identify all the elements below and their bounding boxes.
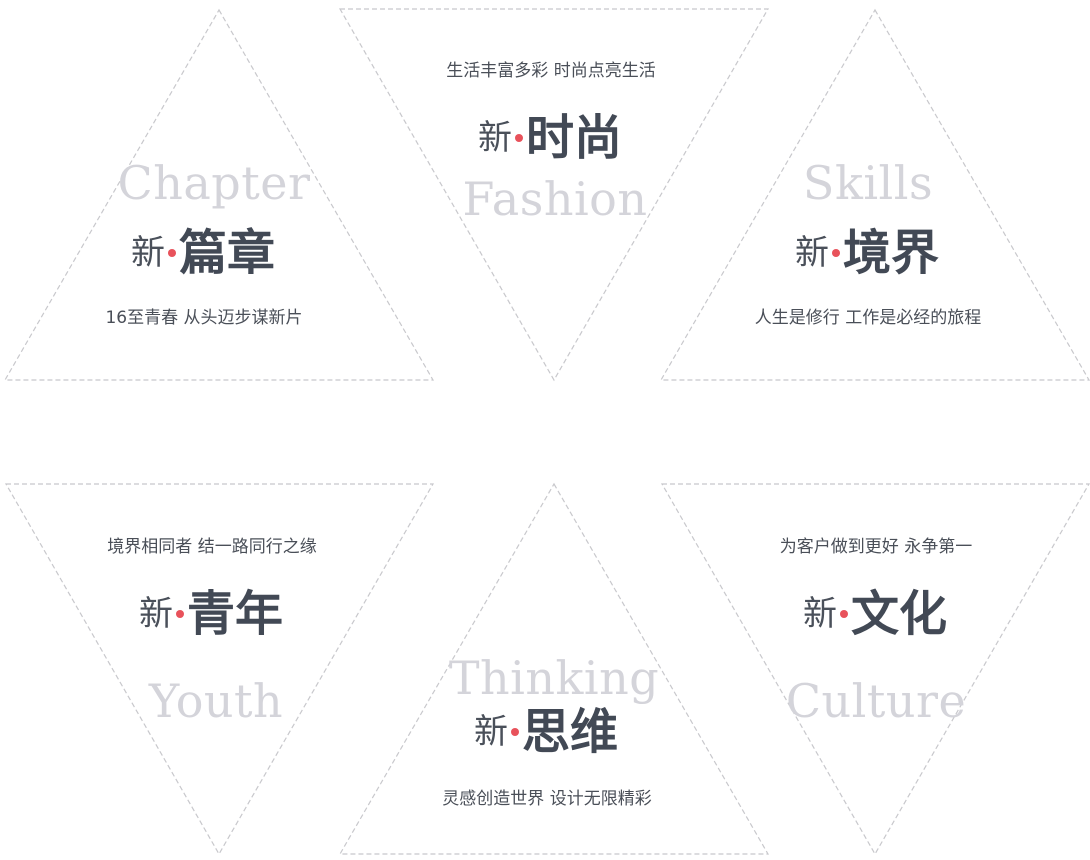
triangle-thinking xyxy=(338,482,770,855)
english-word-skills: Skills xyxy=(802,156,934,210)
accent-dot xyxy=(514,134,523,142)
tagline-chapter: 16至青春 从头迈步谋新片 xyxy=(105,308,303,328)
title-main: 青年 xyxy=(186,586,284,642)
accent-dot xyxy=(510,728,519,736)
triangle-skills xyxy=(659,8,1090,381)
accent-dot xyxy=(175,610,184,618)
triangle-fashion xyxy=(338,8,770,382)
title-main: 思维 xyxy=(521,704,619,760)
title-skills: 新 境界 xyxy=(795,229,939,277)
triangle-chapter xyxy=(3,8,435,381)
title-main: 境界 xyxy=(842,225,940,281)
title-prefix: 新 xyxy=(794,233,829,273)
title-fashion: 新 时尚 xyxy=(478,114,622,162)
title-culture: 新 文化 xyxy=(803,590,947,638)
triangle-culture xyxy=(660,483,1090,856)
title-prefix: 新 xyxy=(802,594,837,634)
title-prefix: 新 xyxy=(130,233,165,273)
tagline-youth: 境界相同者 结一路同行之缘 xyxy=(107,537,317,557)
title-main: 篇章 xyxy=(178,225,276,281)
title-prefix: 新 xyxy=(473,712,508,752)
accent-dot xyxy=(839,610,848,618)
title-main: 时尚 xyxy=(525,110,623,166)
title-thinking: 新 思维 xyxy=(474,708,618,756)
english-word-culture: Culture xyxy=(785,674,967,728)
tagline-culture: 为客户做到更好 永争第一 xyxy=(779,537,973,557)
tagline-thinking: 灵感创造世界 设计无限精彩 xyxy=(442,789,652,809)
accent-dot xyxy=(167,249,176,257)
title-main: 文化 xyxy=(850,586,948,642)
tagline-fashion: 生活丰富多彩 时尚点亮生活 xyxy=(446,61,656,81)
title-prefix: 新 xyxy=(138,594,173,634)
title-youth: 新 青年 xyxy=(139,590,283,638)
english-word-youth: Youth xyxy=(148,674,284,728)
title-prefix: 新 xyxy=(477,118,512,158)
english-word-fashion: Fashion xyxy=(462,172,648,226)
triangle-youth xyxy=(4,483,435,856)
accent-dot xyxy=(831,249,840,257)
tagline-skills: 人生是修行 工作是必经的旅程 xyxy=(754,308,982,328)
english-word-thinking: Thinking xyxy=(448,651,660,705)
title-chapter: 新 篇章 xyxy=(131,229,275,277)
english-word-chapter: Chapter xyxy=(117,156,311,210)
